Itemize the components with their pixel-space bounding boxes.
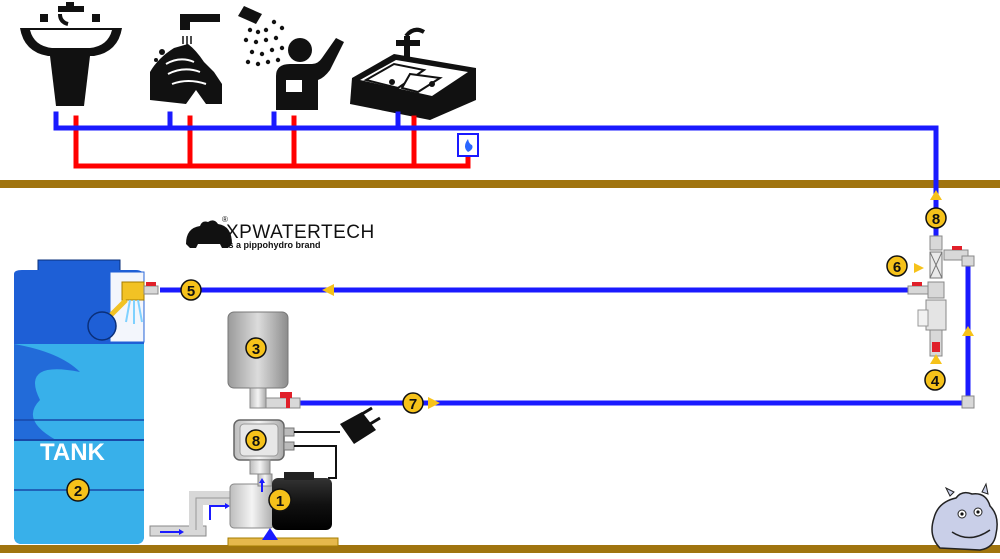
shower-icon <box>238 6 344 110</box>
brand-tagline: Is a pippohydro brand <box>226 240 321 250</box>
svg-text:1: 1 <box>276 493 284 510</box>
hippo-mascot-icon <box>931 482 998 551</box>
cold-water-main <box>53 111 939 243</box>
suction-line <box>149 491 232 537</box>
arrow-right-check <box>914 263 924 273</box>
svg-text:6: 6 <box>893 259 901 276</box>
svg-text:8: 8 <box>252 433 260 450</box>
washbasin-icon <box>20 2 122 106</box>
brand-name: XPWATERTECH <box>226 222 375 243</box>
brand-registered-mark: ® <box>222 215 228 224</box>
pump <box>227 472 339 547</box>
power-plug-icon <box>340 406 381 444</box>
badge-check-valve: 6 <box>886 255 908 277</box>
brand-logo: ® XPWATERTECH Is a pippohydro brand <box>186 215 375 250</box>
badge-outlet-line: 7 <box>402 392 424 414</box>
svg-text:2: 2 <box>74 483 82 500</box>
svg-text:3: 3 <box>252 341 260 358</box>
ground-floor <box>0 545 1000 553</box>
badge-float-valve: 5 <box>180 279 202 301</box>
arrow-right-outlet <box>428 397 440 409</box>
hand-washing-icon <box>150 14 222 104</box>
badge-riser: 8 <box>925 207 947 229</box>
badge-pump: 1 <box>268 488 292 512</box>
tank-label: TANK <box>40 439 106 466</box>
badge-tank: 2 <box>66 478 90 502</box>
badge-valve-column: 4 <box>924 369 946 391</box>
water-heater-icon <box>457 133 479 157</box>
svg-text:7: 7 <box>409 396 417 413</box>
power-cable <box>294 431 340 479</box>
arrow-left-return <box>322 284 334 296</box>
svg-text:5: 5 <box>187 283 195 300</box>
upper-floor <box>0 180 1000 188</box>
outlet-line <box>298 253 971 406</box>
arrow-up-column <box>962 326 974 336</box>
valve-column <box>907 235 975 409</box>
kitchen-sink-icon <box>350 27 476 120</box>
outlet-valve <box>265 392 301 409</box>
badge-pressure-vessel: 3 <box>245 337 267 359</box>
hippo-logo-icon <box>186 220 232 248</box>
badge-controller: 8 <box>245 429 267 451</box>
pressure-vessel <box>227 311 289 409</box>
float-valve <box>87 281 159 341</box>
storage-tank: TANK <box>14 259 145 544</box>
arrow-up-riser <box>930 190 942 200</box>
svg-text:4: 4 <box>931 373 940 390</box>
flow-arrows <box>322 190 974 409</box>
svg-text:8: 8 <box>932 211 940 228</box>
arrow-up-valve <box>930 354 942 364</box>
